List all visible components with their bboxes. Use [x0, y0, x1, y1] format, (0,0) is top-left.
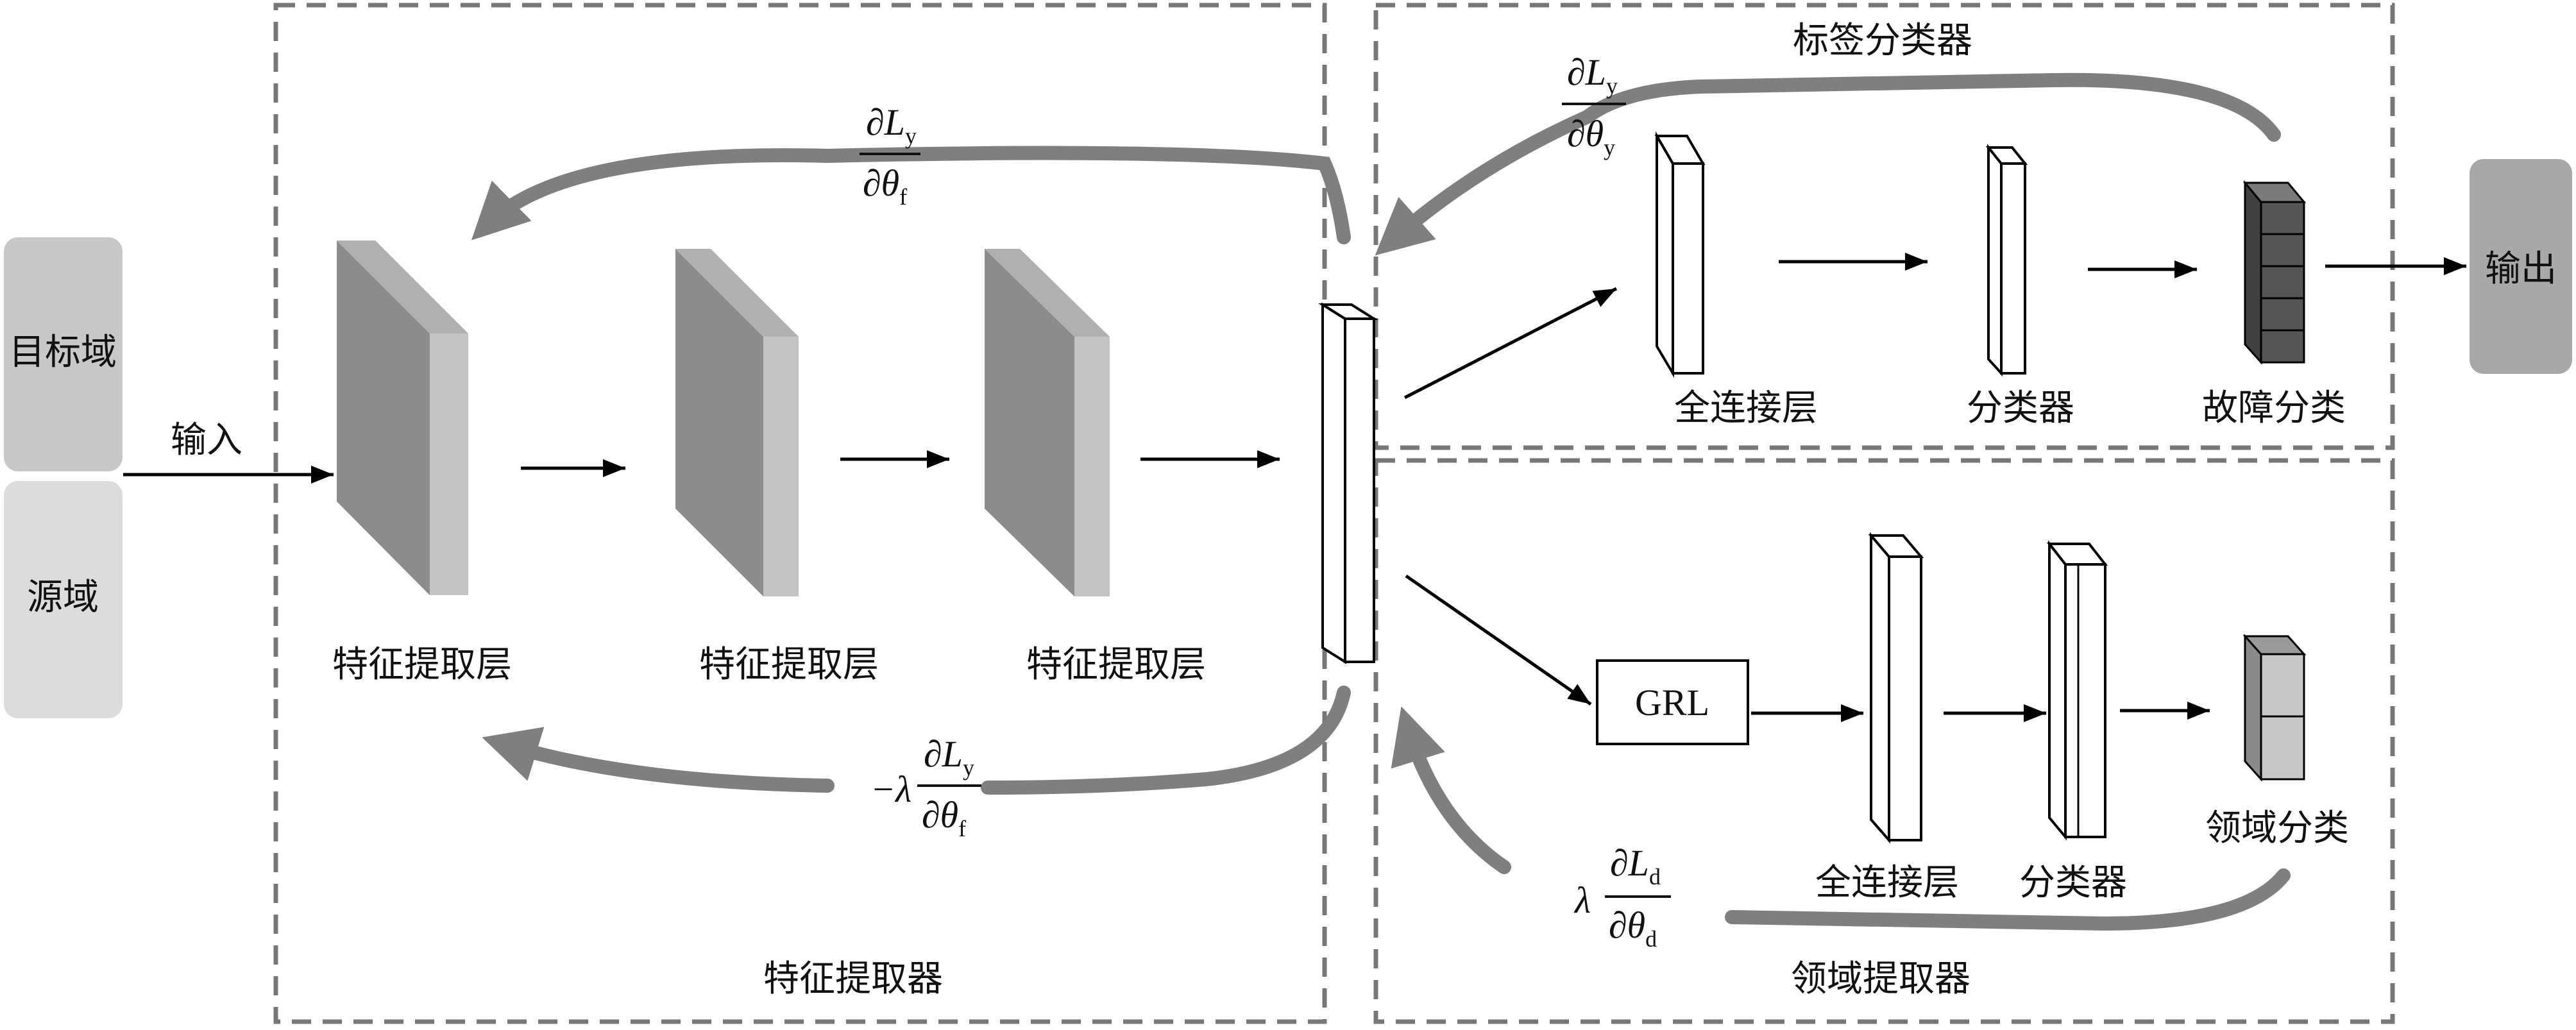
target-domain-label: 目标域 — [9, 332, 117, 373]
grad-coef: λ — [1573, 879, 1591, 921]
source-domain-box: 源域 — [4, 481, 123, 718]
label-classifier-layer — [1985, 144, 2028, 377]
feature-layer-label-3: 特征提取层 — [1026, 644, 1206, 686]
svg-text:∂θy: ∂θy — [1567, 113, 1615, 160]
label-gradient-arrow — [1375, 72, 2281, 256]
input-label: 输入 — [171, 419, 242, 461]
grad-den: θ — [881, 162, 900, 204]
grad-den-sub: d — [1645, 926, 1657, 952]
grad-partial: ∂ — [924, 733, 942, 775]
grad-den-sub: y — [1604, 135, 1615, 160]
label-fc-layer — [1654, 131, 1706, 378]
grad-partial: ∂ — [1567, 51, 1586, 93]
grad-den: θ — [1627, 904, 1646, 946]
svg-text:∂θf: ∂θf — [922, 794, 966, 841]
label-fc-label: 全连接层 — [1674, 387, 1818, 429]
grad-num-sub: y — [905, 123, 917, 149]
grad-den-sub: f — [899, 184, 907, 210]
feature-layer-label-1: 特征提取层 — [332, 644, 512, 686]
domain-gradient-label: λ ∂Ld ∂θd — [1573, 842, 1671, 952]
grl-box: GRL — [1596, 659, 1749, 745]
domain-extractor-region — [1373, 458, 2395, 1024]
svg-text:∂Ly: ∂Ly — [1567, 51, 1618, 99]
source-domain-label: 源域 — [27, 577, 99, 618]
feature-layer-2 — [675, 249, 799, 596]
top-feature-gradient-label: ∂Ly ∂θf — [860, 101, 920, 210]
to-label-branch-arrow — [1403, 287, 1618, 400]
svg-text:∂Ly: ∂Ly — [924, 733, 974, 781]
grad-num: L — [942, 733, 963, 775]
domain-class-cube-icon — [2242, 634, 2307, 782]
svg-text:∂θd: ∂θd — [1609, 904, 1657, 952]
svg-text:∂Ld: ∂Ld — [1610, 842, 1661, 890]
domain-class-label: 领域分类 — [2205, 807, 2349, 849]
grad-partial: ∂ — [1610, 842, 1629, 884]
domain-classifier-layer — [2046, 540, 2108, 841]
grad-coef: −λ — [870, 768, 911, 810]
grad-den: θ — [1586, 113, 1604, 155]
grad-den-sub: f — [958, 816, 966, 841]
feature-vector — [1318, 302, 1378, 664]
top-feature-gradient-arrow-head — [471, 148, 835, 241]
grad-num: L — [1585, 51, 1606, 93]
grad-num-sub: y — [963, 755, 974, 781]
domain-classifier-label: 分类器 — [2019, 862, 2127, 904]
feature-extractor-title: 特征提取器 — [763, 958, 943, 1000]
grad-num: L — [1628, 842, 1649, 884]
bottom-feature-gradient-arrow-head — [482, 727, 835, 793]
grad-partial: ∂ — [863, 162, 881, 204]
grl-label: GRL — [1635, 682, 1709, 723]
grad-num-sub: d — [1649, 864, 1661, 890]
fault-class-label: 故障分类 — [2202, 387, 2346, 429]
grad-partial: ∂ — [1609, 904, 1627, 946]
domain-fc-layer — [1868, 532, 1924, 844]
feature-layer-label-2: 特征提取层 — [699, 644, 879, 686]
domain-gradient-arrow — [1725, 868, 2291, 931]
feature-layer-3 — [985, 249, 1110, 596]
svg-text:∂Ly: ∂Ly — [866, 101, 917, 149]
feature-layer-1 — [337, 241, 468, 595]
label-classifier-label: 分类器 — [1967, 387, 2074, 429]
grad-num: L — [884, 101, 905, 143]
output-box: 输出 — [2470, 159, 2572, 374]
domain-gradient-arrow-tail — [1391, 706, 1511, 874]
grad-den: θ — [940, 794, 959, 836]
output-label: 输出 — [2485, 248, 2557, 290]
domain-extractor-title: 领域提取器 — [1791, 958, 1970, 1000]
grad-partial: ∂ — [1567, 113, 1586, 155]
grad-num-sub: y — [1606, 73, 1618, 99]
fault-class-cube-icon — [2242, 180, 2307, 365]
top-feature-gradient-arrow — [820, 146, 1351, 244]
target-domain-box: 目标域 — [4, 237, 123, 471]
bottom-feature-gradient-arrow — [981, 686, 1351, 795]
domain-fc-label: 全连接层 — [1815, 862, 1959, 904]
bottom-feature-gradient-label: −λ ∂Ly ∂θf — [870, 733, 981, 841]
grad-partial: ∂ — [922, 794, 940, 836]
label-classifier-title: 标签分类器 — [1793, 20, 1972, 62]
label-gradient-label: ∂Ly ∂θy — [1562, 51, 1626, 160]
to-domain-branch-arrow — [1405, 574, 1592, 706]
grad-partial: ∂ — [866, 101, 885, 143]
label-classifier-region — [1373, 3, 2395, 450]
svg-text:∂θf: ∂θf — [863, 162, 907, 210]
